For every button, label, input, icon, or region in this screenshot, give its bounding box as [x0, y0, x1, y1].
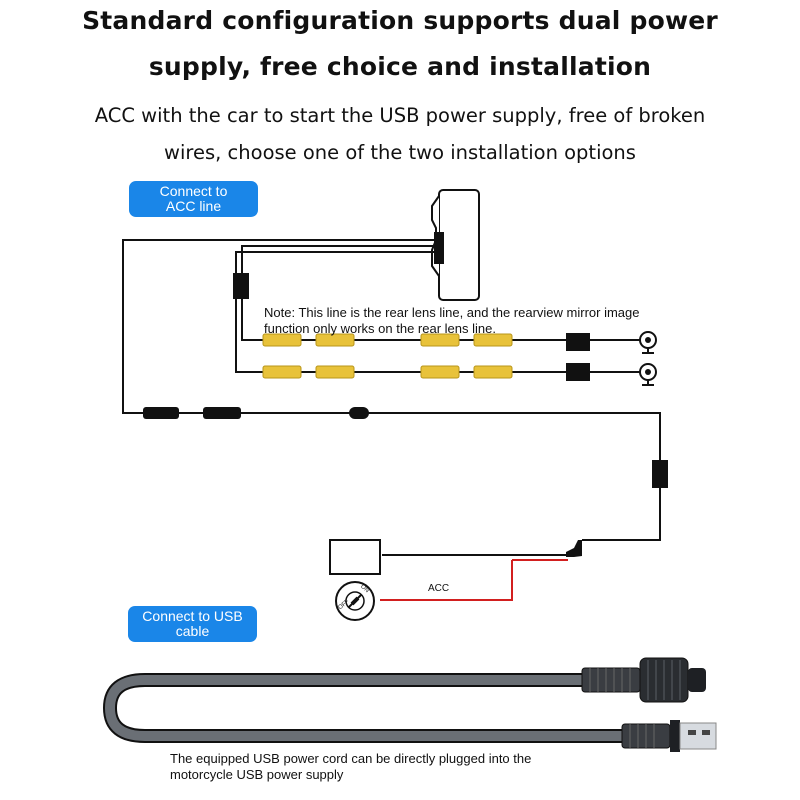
- camera-plug-2: [566, 363, 590, 381]
- usb-option-line2: cable: [175, 623, 210, 639]
- page-title-line1: Standard configuration supports dual pow…: [82, 6, 718, 35]
- note-line2: function only works on the rear lens lin…: [264, 321, 496, 336]
- usb-cable-icon: [102, 657, 717, 752]
- rear-camera-icon-1: [639, 331, 657, 354]
- acc-option-badge: Connect to ACC line: [129, 181, 258, 217]
- acc-connector-right: [203, 407, 241, 419]
- main-unit-icon: [431, 189, 480, 301]
- acc-inline-bead: [349, 407, 369, 419]
- acc-plug-icon: [382, 540, 582, 561]
- usb-option-line1: Connect to USB: [142, 608, 243, 624]
- usb-caption: The equipped USB power cord can be direc…: [170, 751, 690, 783]
- rear-lens-connectors-row1: [262, 333, 513, 347]
- rear-lens-note: Note: This line is the rear lens line, a…: [264, 305, 784, 337]
- fuse-box-icon: [329, 539, 381, 575]
- acc-connector-left: [143, 407, 179, 419]
- rear-camera-icon-2: [639, 363, 657, 386]
- usb-caption-line1: The equipped USB power cord can be direc…: [170, 751, 532, 766]
- page-title-line2: supply, free choice and installation: [148, 52, 652, 81]
- rear-lens-connectors-row2: [262, 365, 513, 379]
- inline-filter-block: [233, 273, 249, 299]
- camera-plug-1: [566, 333, 590, 351]
- acc-option-line2: ACC line: [165, 198, 222, 214]
- acc-wire: [380, 560, 513, 601]
- usb-caption-line2: motorcycle USB power supply: [170, 767, 344, 782]
- inline-fuse-block: [652, 460, 668, 488]
- acc-option-line1: Connect to: [159, 183, 228, 199]
- usb-option-badge: Connect to USB cable: [128, 606, 257, 642]
- acc-wire-label: ACC: [428, 583, 450, 594]
- subtitle-line2: wires, choose one of the two installatio…: [164, 141, 636, 164]
- wire-harness: [122, 239, 661, 541]
- note-line1: Note: This line is the rear lens line, a…: [264, 305, 640, 320]
- ignition-switch-icon: [335, 581, 375, 621]
- subtitle-line1: ACC with the car to start the USB power …: [94, 104, 706, 127]
